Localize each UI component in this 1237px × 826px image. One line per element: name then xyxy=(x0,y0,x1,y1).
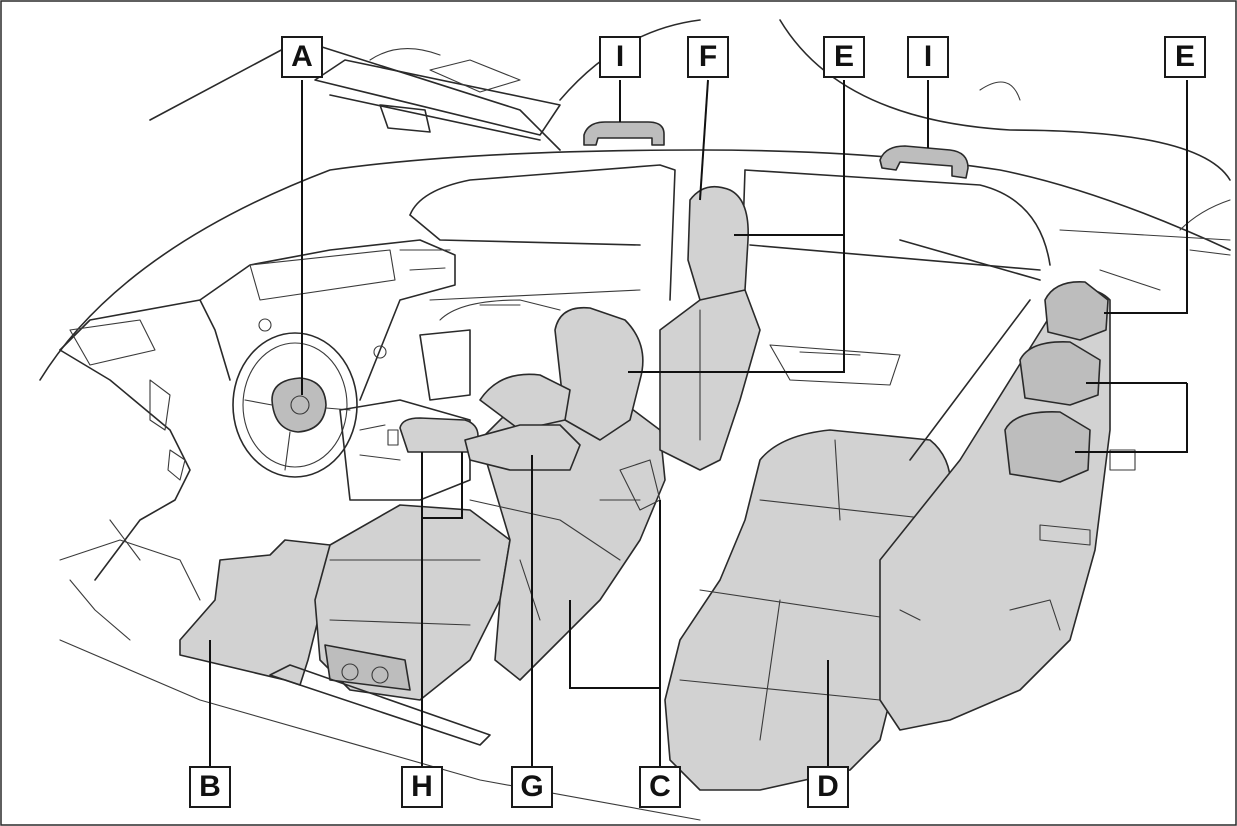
callout-label-f: F xyxy=(687,36,729,78)
callout-label-e-center: E xyxy=(823,36,865,78)
front-passenger-seat xyxy=(659,185,761,471)
callout-label-e-right: E xyxy=(1164,36,1206,78)
dashboard xyxy=(59,239,456,581)
callout-label-d: D xyxy=(807,766,849,808)
grab-handles xyxy=(583,121,969,179)
callout-label-a: A xyxy=(281,36,323,78)
rear-seat xyxy=(664,239,1161,791)
callout-label-i-left: I xyxy=(599,36,641,78)
front-seats xyxy=(269,306,666,746)
callout-label-b: B xyxy=(189,766,231,808)
leader-lines xyxy=(209,79,1188,770)
center-console xyxy=(339,399,479,501)
callout-label-g: G xyxy=(511,766,553,808)
callout-label-i-right: I xyxy=(907,36,949,78)
steering-wheel xyxy=(232,332,358,478)
body-windows xyxy=(409,164,1231,401)
callout-label-h: H xyxy=(401,766,443,808)
callout-label-c: C xyxy=(639,766,681,808)
overhead-console xyxy=(314,48,561,141)
